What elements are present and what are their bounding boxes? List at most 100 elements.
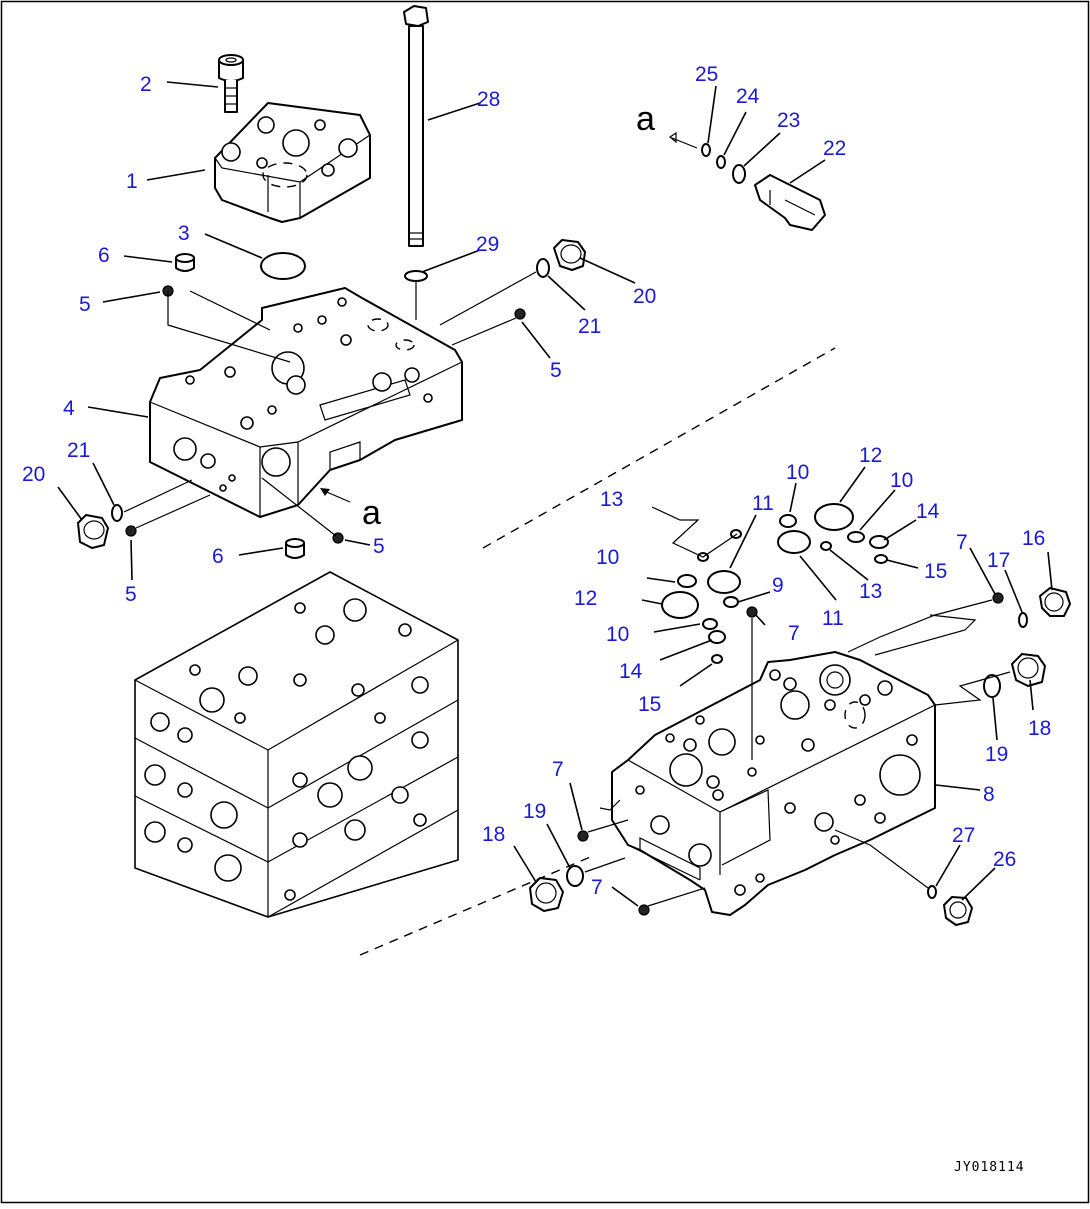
callout-12: 12 <box>574 587 597 610</box>
callout-8: 8 <box>983 783 995 806</box>
part-3-gasket <box>260 252 306 280</box>
callout-4: 4 <box>63 397 75 420</box>
part-20-plug-left <box>77 514 109 549</box>
callout-7: 7 <box>552 758 564 781</box>
callout-2: 2 <box>140 73 152 96</box>
callout-13: 13 <box>600 488 623 511</box>
part-21-o-ring-left <box>111 504 123 522</box>
part-19-o-ring-left <box>566 865 584 887</box>
callout-13: 13 <box>859 580 882 603</box>
part-5-nut-lower-left <box>125 525 137 537</box>
callout-29: 29 <box>476 233 499 256</box>
view-marker-a-bottom: a <box>362 494 381 532</box>
part-22-valve-spool <box>754 174 826 231</box>
callout-7: 7 <box>956 531 968 554</box>
part-23-ring <box>732 164 746 184</box>
callout-labels: 2 1 3 6 5 4 21 20 5 6 5 5 21 20 29 28 25… <box>22 63 1051 899</box>
callout-5: 5 <box>550 359 562 382</box>
callout-25: 25 <box>695 63 718 86</box>
part-19-o-ring-right <box>983 674 1001 698</box>
callout-5: 5 <box>125 583 137 606</box>
view-marker-a-top: a <box>636 100 655 138</box>
part-24-ring <box>716 155 726 169</box>
callout-5: 5 <box>79 293 91 316</box>
part-8-valve-body <box>611 651 936 916</box>
callout-28: 28 <box>477 88 500 111</box>
separator-line-upper <box>482 347 836 549</box>
callout-19: 19 <box>523 800 546 823</box>
guide-line <box>189 290 271 331</box>
callout-15: 15 <box>638 693 661 716</box>
part-29-washer <box>404 270 428 282</box>
part-6-plug-upper <box>175 253 195 272</box>
part-2-bolt <box>218 54 244 113</box>
callout-7: 7 <box>788 622 800 645</box>
part-20-plug-upper-right <box>553 239 586 271</box>
guide-line <box>439 271 537 326</box>
callout-18: 18 <box>1028 717 1051 740</box>
callout-7: 7 <box>591 876 603 899</box>
leader-lines-upper <box>57 81 826 581</box>
adjacent-valve-stack <box>134 571 459 918</box>
callout-20: 20 <box>22 463 45 486</box>
callout-14: 14 <box>916 500 940 523</box>
part-28-tie-rod <box>403 5 429 247</box>
separator-line-lower <box>359 854 596 956</box>
callout-10: 10 <box>890 469 913 492</box>
callout-20: 20 <box>633 285 656 308</box>
guide-line <box>261 477 337 537</box>
part-26-plug <box>943 896 973 926</box>
leader-lines-lower <box>513 466 1053 907</box>
callout-21: 21 <box>67 439 90 462</box>
seal-kit-parts <box>661 503 889 664</box>
callout-21: 21 <box>578 315 601 338</box>
guide-line <box>123 479 193 513</box>
callout-12: 12 <box>859 444 882 467</box>
callout-6: 6 <box>212 545 224 568</box>
callout-3: 3 <box>178 222 190 245</box>
callout-18: 18 <box>482 823 505 846</box>
arrow-head <box>668 131 677 144</box>
callout-11: 11 <box>822 607 844 630</box>
part-21-o-ring-upper <box>536 258 550 278</box>
part-18-plug-left <box>529 877 564 912</box>
part-18-plug-right <box>1011 653 1046 687</box>
part-7-nut-right <box>992 592 1004 604</box>
guide-line <box>167 291 291 363</box>
part-16-plug <box>1039 587 1071 617</box>
part-7-nut-bottom <box>638 904 650 916</box>
callout-22: 22 <box>823 137 846 160</box>
callout-26: 26 <box>993 848 1016 871</box>
callout-19: 19 <box>985 743 1008 766</box>
callout-24: 24 <box>736 85 760 108</box>
part-7-nut-left <box>577 830 589 842</box>
part-25-ring <box>701 143 711 157</box>
part-27-o-ring <box>927 885 937 899</box>
callout-10: 10 <box>606 623 629 646</box>
part-5-nut-upper-right <box>514 308 526 320</box>
callout-27: 27 <box>952 824 975 847</box>
callout-15: 15 <box>924 560 947 583</box>
guide-lines-lower <box>584 506 1011 907</box>
part-17-o-ring <box>1018 612 1028 628</box>
arrow-head <box>320 488 330 496</box>
callout-11: 11 <box>752 492 774 515</box>
part-1-cover <box>214 102 371 223</box>
callout-6: 6 <box>98 244 110 267</box>
callout-5: 5 <box>373 535 385 558</box>
guide-line <box>135 494 211 529</box>
callout-16: 16 <box>1022 527 1045 550</box>
callout-23: 23 <box>777 109 800 132</box>
callout-10: 10 <box>786 461 809 484</box>
part-4-valve-body <box>149 287 463 518</box>
callout-1: 1 <box>126 170 138 193</box>
callout-14: 14 <box>619 660 643 683</box>
guide-line <box>451 317 517 346</box>
drawing-code: JY018114 <box>954 1160 1025 1175</box>
callout-17: 17 <box>987 549 1010 572</box>
callout-9: 9 <box>772 574 784 597</box>
callout-10: 10 <box>596 546 619 569</box>
